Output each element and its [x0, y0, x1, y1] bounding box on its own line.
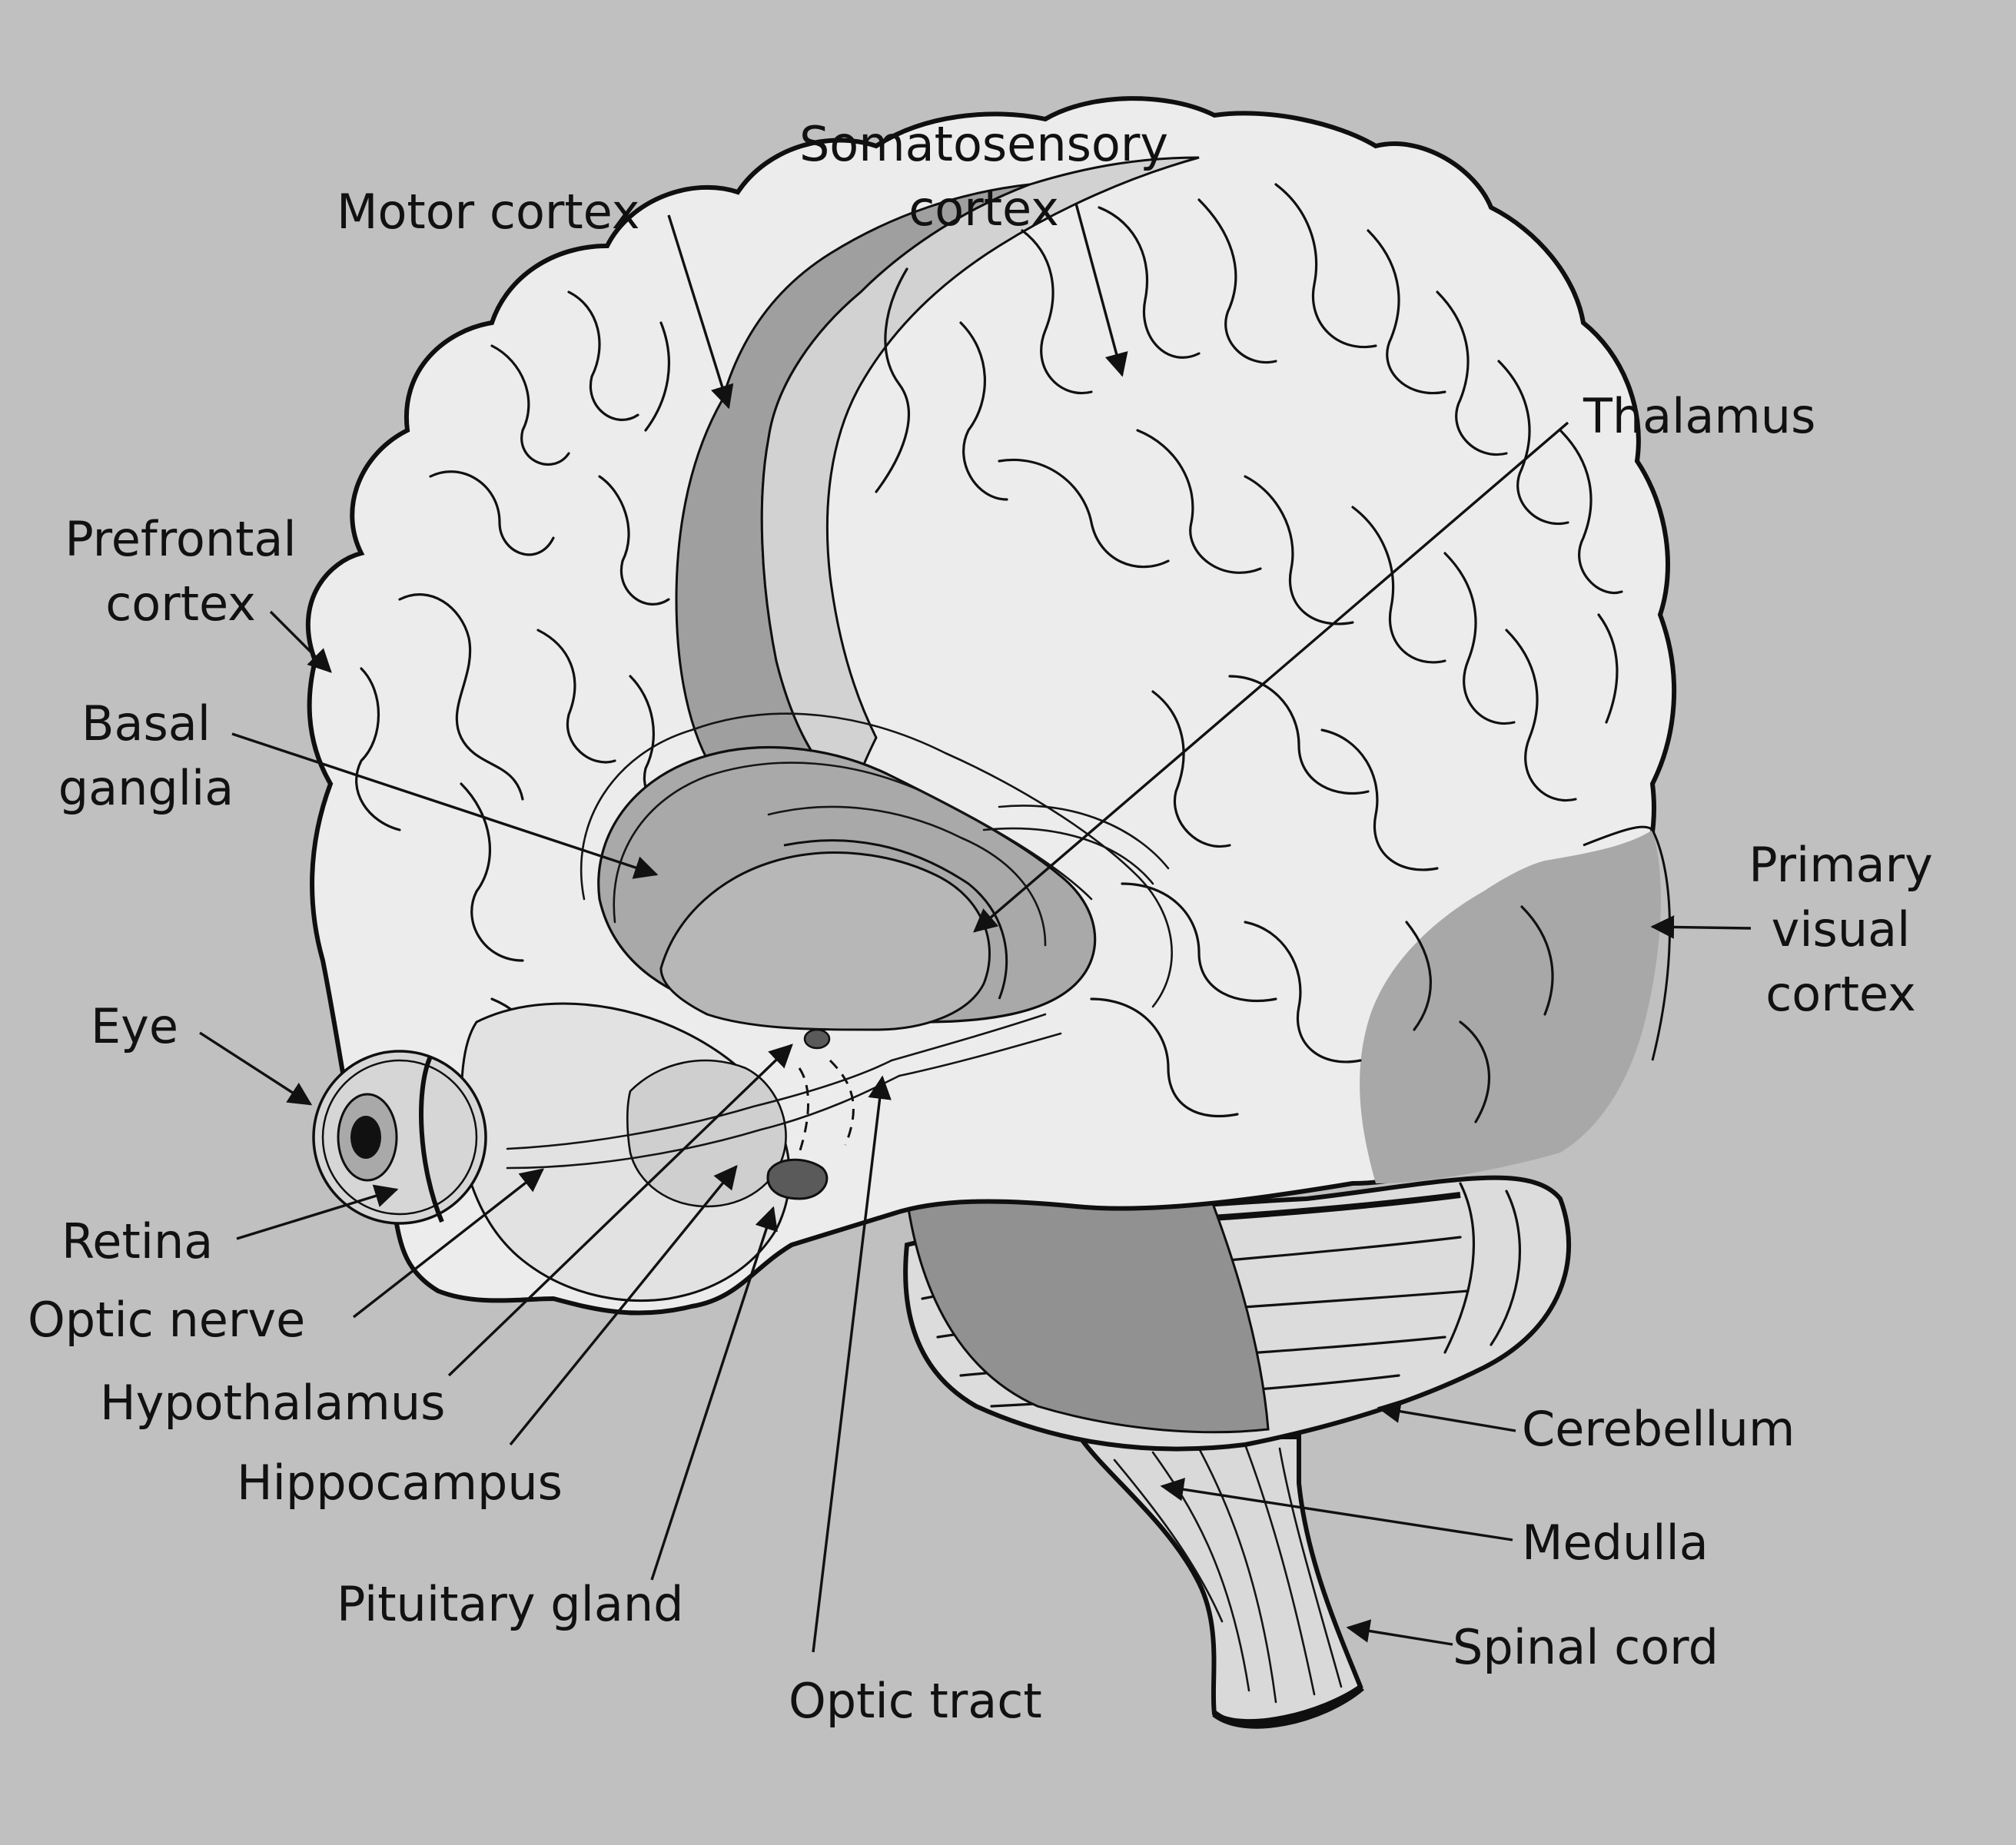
leader-pituitary: [650, 1206, 778, 1581]
label-motor-cortex: Motor cortex: [337, 184, 640, 240]
label-optic-nerve: Optic nerve: [28, 1292, 306, 1348]
cortex-folds: [355, 183, 1623, 1225]
label-primary-visual-cortex: Primary visual cortex: [1749, 837, 1933, 1022]
medulla-spinal-cord-shape: [1075, 1435, 1364, 1729]
leader-somatosensory: [1074, 203, 1128, 377]
label-medulla: Medulla: [1522, 1515, 1709, 1571]
leader-thalamus: [973, 421, 1569, 933]
label-somatosensory-cortex: Somatosensory cortex: [799, 116, 1169, 237]
leader-hippocampus: [509, 1165, 738, 1446]
leader-motor-cortex: [667, 214, 734, 410]
leader-medulla: [1160, 1478, 1513, 1541]
label-hypothalamus: Hypothalamus: [100, 1375, 446, 1431]
label-optic-tract: Optic tract: [789, 1673, 1042, 1729]
leader-basal-ganglia: [231, 732, 659, 879]
leader-retina: [236, 1184, 399, 1240]
leader-optic-nerve: [352, 1168, 545, 1319]
label-basal-ganglia: Basal ganglia: [58, 695, 234, 816]
cerebrum-shape: [305, 96, 1677, 1316]
leader-primary-visual: [1650, 915, 1752, 939]
leader-optic-tract: [812, 1075, 892, 1653]
leader-spinal-cord: [1346, 1619, 1453, 1646]
leader-eye: [199, 1031, 313, 1106]
visual-cortex-region: [1360, 825, 1671, 1183]
label-hippocampus: Hippocampus: [237, 1455, 563, 1511]
label-pituitary-gland: Pituitary gland: [337, 1576, 684, 1632]
label-spinal-cord: Spinal cord: [1453, 1619, 1719, 1675]
label-cerebellum: Cerebellum: [1522, 1401, 1795, 1457]
leader-lines: [199, 203, 1752, 1653]
deep-structures: [580, 712, 1173, 1031]
leader-cerebellum: [1377, 1399, 1516, 1432]
label-thalamus: Thalamus: [1583, 388, 1816, 444]
label-eye: Eye: [91, 998, 179, 1054]
leader-prefrontal: [269, 610, 332, 673]
label-retina: Retina: [61, 1213, 214, 1269]
eye-shape: [312, 1050, 487, 1225]
leader-hypothalamus: [447, 1044, 793, 1377]
temporal-region: [460, 1002, 1062, 1302]
label-prefrontal-cortex: Prefrontal cortex: [65, 511, 297, 632]
